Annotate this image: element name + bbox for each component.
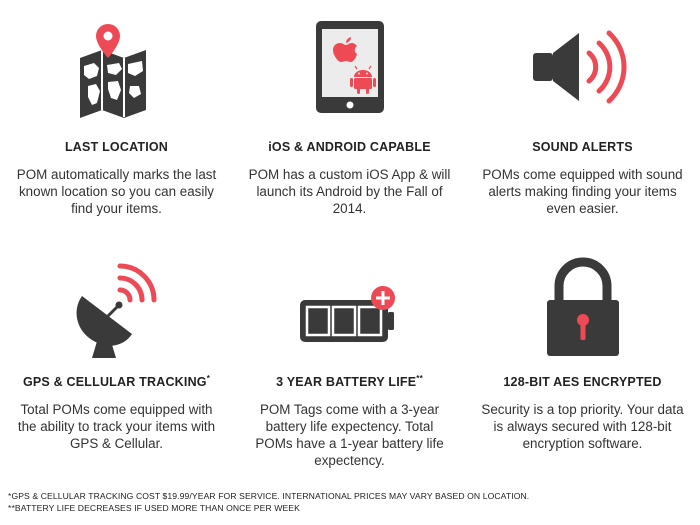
feature-title: 128-BIT AES ENCRYPTED <box>503 375 662 389</box>
tablet-apple-android-icon <box>233 12 466 122</box>
footnote-battery-life: **BATTERY LIFE DECREASES IF USED MORE TH… <box>8 503 300 513</box>
speaker-icon <box>466 12 699 122</box>
feature-sound-alerts: SOUND ALERTS POMs come equipped with sou… <box>466 0 699 245</box>
footnote-gps-cost: *GPS & CELLULAR TRACKING COST $19.99/YEA… <box>8 491 530 501</box>
map-pin-icon <box>0 15 233 125</box>
feature-description: Total POMs come equipped with the abilit… <box>17 402 216 451</box>
feature-description: POMs come equipped with sound alerts mak… <box>482 167 683 216</box>
feature-last-location: LAST LOCATION POM automatically marks th… <box>0 0 233 245</box>
footnotes: *GPS & CELLULAR TRACKING COST $19.99/YEA… <box>8 490 692 514</box>
battery-icon <box>233 255 466 365</box>
feature-description: POM has a custom iOS App & will launch i… <box>248 167 451 216</box>
feature-description: Security is a top priority. Your data is… <box>481 402 684 451</box>
feature-title: LAST LOCATION <box>64 140 169 154</box>
feature-description: POM Tags come with a 3-year battery life… <box>255 402 444 468</box>
feature-title: 3 YEAR BATTERY LIFE** <box>276 373 423 389</box>
feature-title: iOS & ANDROID CAPABLE <box>268 140 431 154</box>
satellite-dish-icon <box>0 255 233 365</box>
feature-title: GPS & CELLULAR TRACKING* <box>22 373 211 389</box>
feature-title: SOUND ALERTS <box>532 140 633 154</box>
feature-description: POM automatically marks the last known l… <box>16 167 217 216</box>
padlock-icon <box>466 253 699 363</box>
feature-aes-encrypted: 128-BIT AES ENCRYPTED Security is a top … <box>466 245 699 490</box>
feature-ios-android: iOS & ANDROID CAPABLE POM has a custom i… <box>233 0 466 245</box>
feature-battery-life: 3 YEAR BATTERY LIFE** POM Tags come with… <box>233 245 466 490</box>
feature-gps-cellular: GPS & CELLULAR TRACKING* Total POMs come… <box>0 245 233 490</box>
